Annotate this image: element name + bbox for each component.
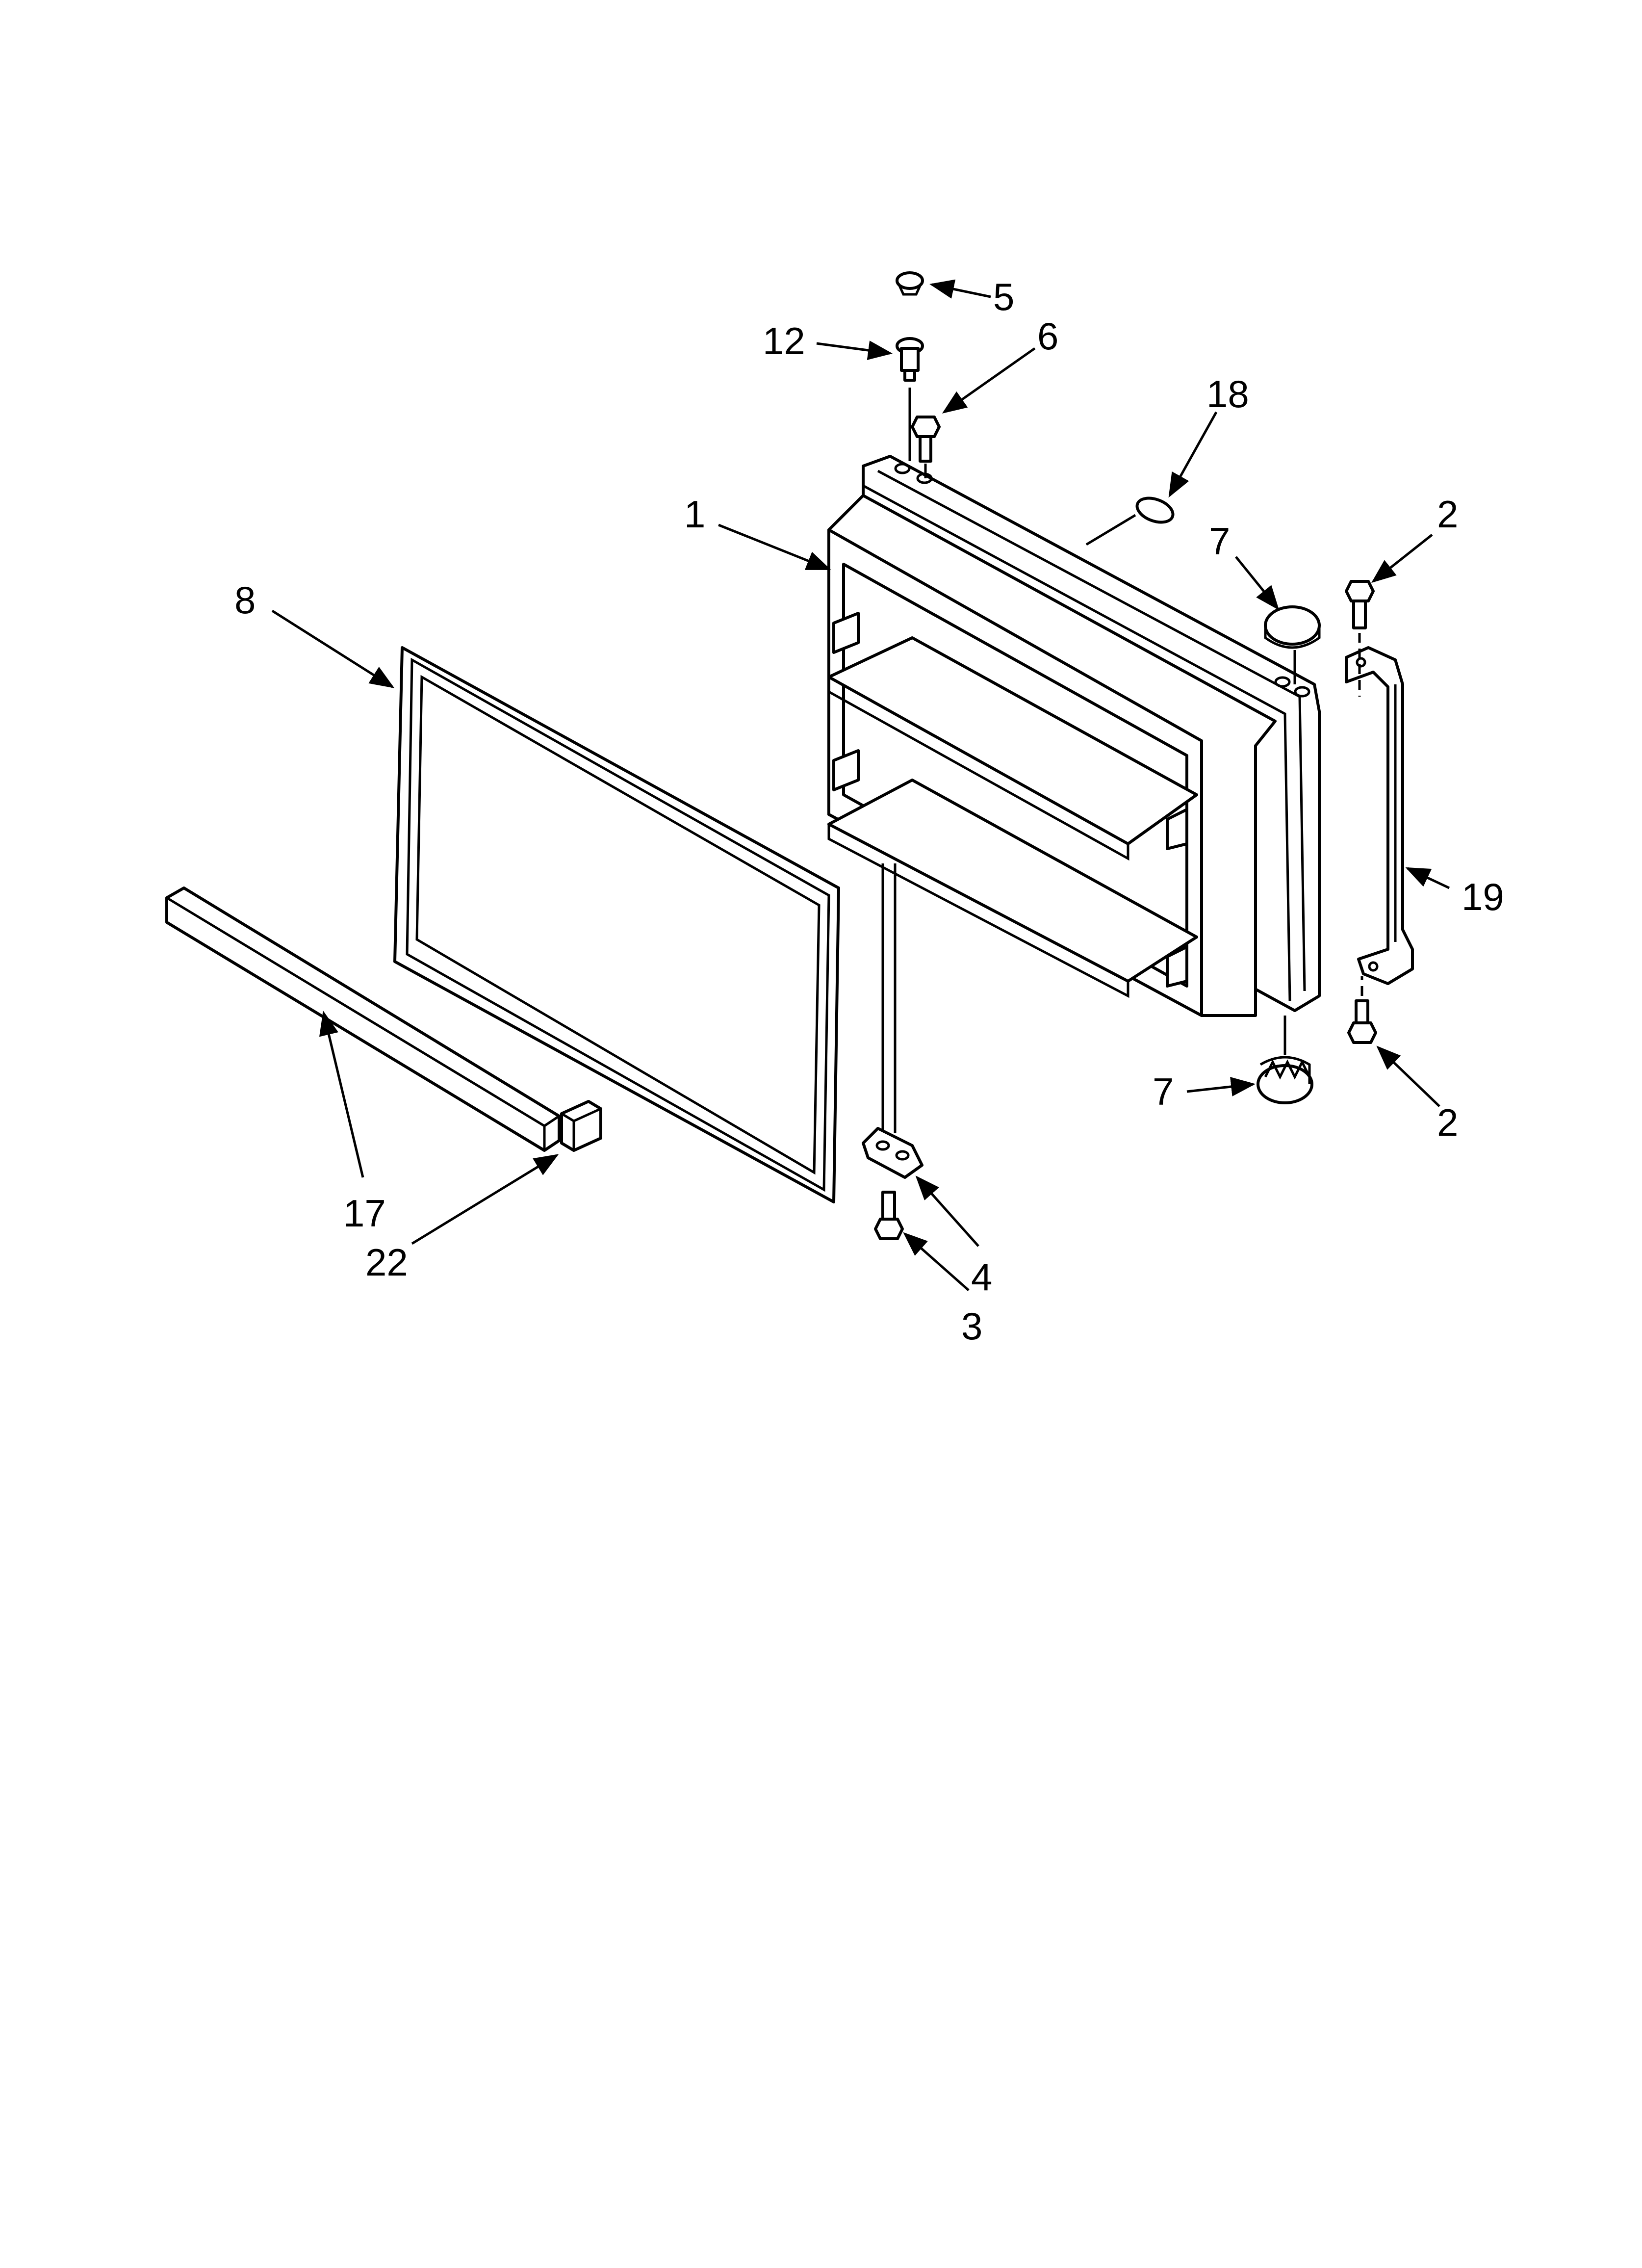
- callout-3: 3: [961, 1304, 982, 1348]
- callout-2-bottom: 2: [1437, 1101, 1458, 1144]
- hole-cap-bottom-part: [1257, 1016, 1313, 1104]
- leader-4: [915, 1175, 979, 1247]
- leader-6: [942, 347, 1036, 414]
- leader-22: [411, 1154, 559, 1245]
- leader-arrows: [271, 279, 1450, 1291]
- leader-5: [929, 279, 991, 299]
- callout-labels: 5 12 6 18 1 2 7 8 19 7 2 17 22 4 3: [234, 275, 1504, 1348]
- trim-strip-part: [165, 886, 561, 1152]
- trim-end-cap-part: [560, 1100, 602, 1152]
- callout-4: 4: [971, 1255, 992, 1299]
- plug-part: [896, 271, 924, 296]
- callout-5: 5: [993, 275, 1014, 318]
- leader-1: [718, 523, 831, 571]
- leader-18: [1168, 411, 1218, 498]
- hinge-screw-part: [874, 1191, 904, 1240]
- leader-19: [1405, 867, 1450, 889]
- door-gasket-part: [393, 646, 840, 1203]
- door-handle-part: [1345, 646, 1414, 985]
- callout-2-top: 2: [1437, 493, 1458, 536]
- leader-7-top: [1235, 556, 1280, 610]
- hinge-pin-part: [896, 337, 924, 461]
- callout-22: 22: [365, 1241, 408, 1284]
- callout-7-top: 7: [1209, 520, 1230, 563]
- callout-6: 6: [1037, 314, 1058, 358]
- callout-19: 19: [1462, 875, 1504, 918]
- bottom-hinge-part: [862, 863, 924, 1179]
- hole-cap-top-part: [1264, 605, 1321, 684]
- handle-screw-top-part: [1345, 580, 1375, 697]
- callout-17: 17: [343, 1192, 386, 1235]
- door-liner-part: [827, 455, 1321, 1017]
- leader-12: [816, 340, 893, 360]
- callout-1: 1: [684, 493, 705, 536]
- callout-18: 18: [1206, 372, 1249, 416]
- handle-screw-bottom-part: [1347, 976, 1377, 1044]
- o-ring-part: [1085, 496, 1175, 546]
- callout-8: 8: [234, 578, 256, 622]
- leader-2-top: [1371, 534, 1433, 583]
- leader-8: [271, 609, 395, 688]
- leader-7-bottom: [1186, 1077, 1256, 1096]
- door-top-screw-part: [911, 416, 941, 478]
- callout-7-bottom: 7: [1153, 1070, 1174, 1113]
- leader-2-bottom: [1376, 1045, 1440, 1107]
- leader-17: [319, 1011, 364, 1178]
- callout-12: 12: [763, 319, 805, 363]
- leader-3: [903, 1232, 970, 1291]
